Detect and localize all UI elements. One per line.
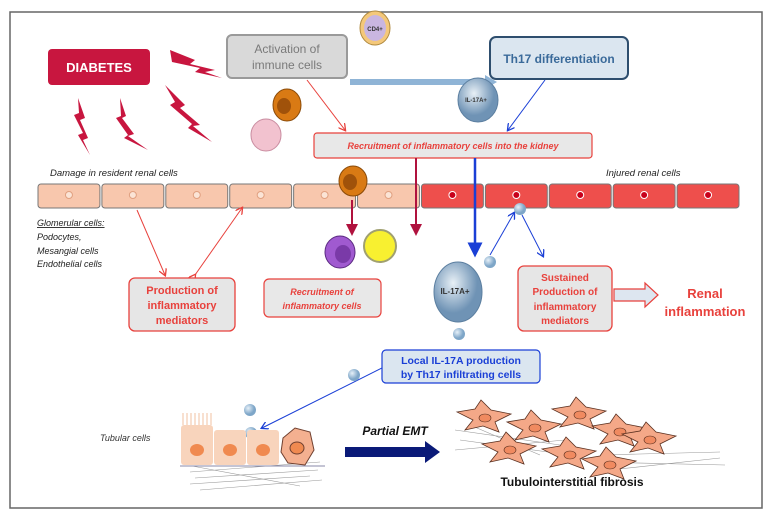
cd4-cell: CD4+ — [359, 10, 391, 46]
production-line: Production of — [146, 285, 218, 297]
nucleus — [640, 191, 649, 199]
fibroblast — [540, 436, 598, 470]
lightning-bolts — [74, 50, 222, 155]
arrow-to-recruitment — [306, 79, 345, 130]
purple-immune-cell — [324, 235, 356, 269]
glomerular-title: Glomerular cells: — [37, 218, 105, 228]
arrow-il17-to-cells — [489, 213, 514, 256]
production-line: mediators — [156, 315, 209, 327]
fibroblast — [550, 396, 608, 430]
lightning-icon — [170, 50, 222, 78]
tubular-cells-illustration — [180, 413, 325, 491]
arrow-th17-to-recruitment — [508, 79, 546, 130]
injured-renal-cell — [548, 183, 612, 209]
production-box: Production of inflammatory mediators — [128, 277, 236, 332]
nucleus — [448, 191, 457, 199]
il17a-molecule — [244, 404, 256, 416]
local-il17-line: Local IL-17A production — [401, 355, 521, 367]
glomerular-item: Podocytes, — [37, 232, 82, 242]
arrow-to-renal-inflammation — [613, 281, 659, 309]
lightning-icon — [165, 85, 212, 142]
arrow-to-sustained — [521, 214, 543, 256]
nucleus — [384, 191, 393, 199]
local-il17a-box: Local IL-17A production by Th17 infiltra… — [381, 349, 541, 384]
basement-membrane-fibers — [189, 461, 323, 491]
sustained-box: Sustained Production of inflammatory med… — [517, 265, 613, 332]
nucleus — [256, 191, 265, 199]
activation-line-1: Activation of — [254, 42, 320, 56]
fibrosis-illustration — [454, 396, 726, 480]
fibroblast — [505, 409, 563, 443]
lightning-icon — [116, 98, 148, 150]
healthy-renal-cell — [357, 183, 420, 209]
healthy-renal-cell — [229, 183, 293, 209]
il17a-cell-small: IL-17A+ — [457, 77, 499, 123]
il17a-small-label: IL-17A+ — [465, 98, 487, 104]
production-line: inflammatory — [147, 300, 217, 312]
healthy-renal-cell — [165, 183, 229, 209]
lightning-icon — [74, 98, 90, 155]
yellow-immune-cell — [363, 229, 397, 263]
emt-arrow — [345, 441, 440, 463]
nucleus — [576, 191, 585, 199]
injured-label: Injured renal cells — [606, 168, 681, 179]
nucleus — [704, 191, 713, 199]
renal-inflammation-line: inflammation — [665, 304, 746, 319]
renal-inflammation-line: Renal — [687, 286, 722, 301]
th17-box: Th17 differentiation — [489, 36, 629, 80]
sustained-line: inflammatory — [534, 302, 597, 313]
orange-cell-infiltrating — [338, 165, 368, 197]
sustained-line: Sustained — [541, 273, 589, 284]
glomerular-item: Mesangial cells — [37, 246, 99, 256]
healthy-renal-cell — [37, 183, 101, 209]
glomerular-item: Endothelial cells — [37, 259, 103, 269]
injured-renal-cell — [676, 183, 740, 209]
diabetes-label: DIABETES — [66, 60, 132, 75]
sustained-line: mediators — [541, 316, 589, 327]
il17a-large-label: IL-17A+ — [440, 287, 469, 296]
recruitment-cells-line: Recruitment of — [290, 287, 355, 297]
il17a-molecule — [514, 203, 526, 215]
il17a-molecule — [348, 369, 360, 381]
fibroblast — [480, 431, 538, 465]
il17a-molecule — [484, 256, 496, 268]
diabetes-box: DIABETES — [48, 49, 150, 85]
il17a-cell-large: IL-17A+ — [433, 261, 483, 323]
activation-box: Activation of immune cells — [226, 34, 348, 79]
il17a-molecule — [453, 328, 465, 340]
cd4-label: CD4+ — [367, 27, 383, 33]
th17-label: Th17 differentiation — [503, 52, 614, 66]
nucleus — [64, 191, 73, 199]
recruitment-cells-line: inflammatory cells — [282, 301, 361, 311]
arrow-to-production — [136, 209, 165, 275]
fibroblast — [455, 399, 513, 433]
arrow-production-feedback — [195, 208, 242, 275]
injured-renal-cell — [612, 183, 676, 209]
arrow-to-tubular-cells — [262, 367, 383, 428]
fibrosis-label: Tubulointerstitial fibrosis — [500, 475, 643, 489]
nucleus — [512, 191, 521, 199]
healthy-renal-cell — [101, 183, 165, 209]
renal-cell-row — [37, 183, 740, 209]
orange-immune-cell — [272, 88, 302, 122]
fibroblast — [620, 421, 678, 455]
partial-emt-label: Partial EMT — [362, 424, 429, 438]
local-il17-line: by Th17 infiltrating cells — [401, 369, 521, 381]
recruitment-cells-box: Recruitment of inflammatory cells — [263, 278, 382, 318]
recruitment-kidney-label: Recruitment of inflammatory cells into t… — [347, 141, 559, 151]
pink-immune-cell — [250, 118, 282, 152]
sustained-line: Production of — [533, 287, 599, 298]
nucleus — [320, 191, 329, 199]
damage-label: Damage in resident renal cells — [50, 168, 178, 179]
activation-line-2: immune cells — [252, 58, 322, 72]
nucleus — [128, 191, 137, 199]
recruitment-kidney-box: Recruitment of inflammatory cells into t… — [313, 132, 593, 159]
injured-renal-cell — [420, 183, 484, 209]
tubular-label: Tubular cells — [100, 433, 151, 443]
fibroblast — [580, 446, 638, 480]
nucleus — [192, 191, 201, 199]
